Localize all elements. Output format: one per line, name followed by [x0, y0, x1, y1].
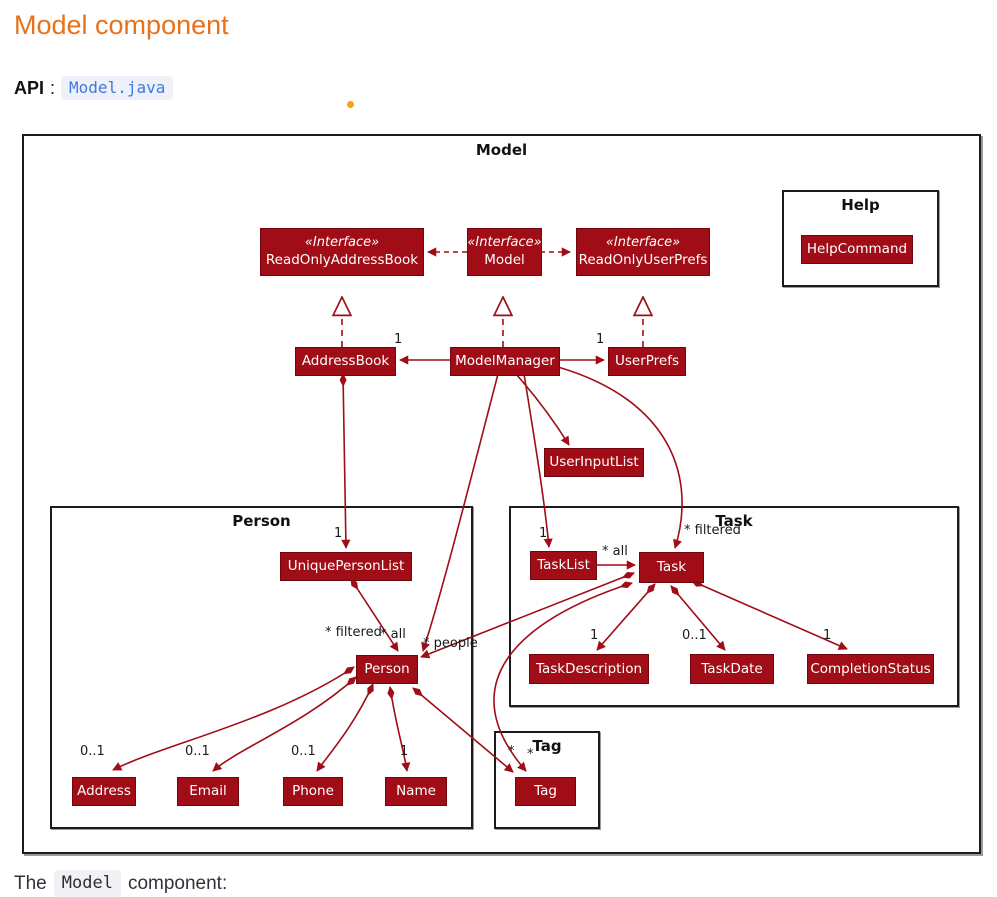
edge-modelmanager-person — [421, 373, 499, 652]
mult-task-taskdate: 0..1 — [682, 628, 707, 643]
uml-class-readonlyaddressbook: «Interface» ReadOnlyAddressBook — [260, 228, 424, 276]
mult-person-tag: * — [508, 744, 515, 759]
edge-modelmanager-tasklist — [523, 373, 553, 548]
footer-suffix: component: — [127, 872, 228, 894]
role-person-filtered: * filtered — [325, 625, 382, 640]
mult-person-name: 1 — [400, 744, 409, 759]
uml-class-helpcommand: HelpCommand — [801, 235, 913, 264]
edge-modelmanager-userinputlist — [515, 373, 570, 446]
uml-class-address: Address — [72, 777, 136, 806]
uml-class-readonlyuserprefs: «Interface» ReadOnlyUserPrefs — [576, 228, 710, 276]
orange-dot — [347, 101, 354, 108]
edge-person-address — [112, 666, 355, 771]
role-tasklist-task-all: * all — [602, 544, 628, 559]
mult-person-phone: 0..1 — [291, 744, 316, 759]
package-help-title: Help — [841, 196, 880, 214]
uml-class-tag: Tag — [515, 777, 576, 806]
uml-class-model-interface: «Interface» Model — [467, 228, 542, 276]
mult-addressbook-uniquepersonlist: 1 — [334, 526, 343, 541]
mult-task-taskdescription: 1 — [590, 628, 599, 643]
edge-task-completionstatus — [691, 580, 848, 650]
uml-class-email: Email — [177, 777, 239, 806]
package-person-title: Person — [232, 512, 291, 530]
stereotype-label: «Interface» — [304, 235, 380, 251]
edge-uniquepersonlist-person — [350, 578, 399, 652]
mult-person-email: 0..1 — [185, 744, 210, 759]
stereotype-label: «Interface» — [467, 235, 542, 251]
api-colon: : — [50, 77, 56, 98]
diagram-frame-title: Model — [475, 141, 528, 159]
uml-class-phone: Phone — [283, 777, 343, 806]
api-row: API : Model.java — [14, 76, 174, 100]
stereotype-label: «Interface» — [605, 235, 681, 251]
uml-class-addressbook: AddressBook — [295, 347, 396, 376]
class-name: ReadOnlyAddressBook — [265, 251, 419, 268]
mult-task-tag: * — [527, 747, 534, 762]
uml-class-name: Name — [385, 777, 447, 806]
class-name: ReadOnlyUserPrefs — [578, 251, 708, 268]
uml-class-modelmanager: ModelManager — [450, 347, 560, 376]
uml-class-person: Person — [356, 655, 418, 684]
mult-person-address: 0..1 — [80, 744, 105, 759]
role-modelmanager-task-filtered: * filtered — [684, 523, 741, 538]
role-task-person-people: * people — [423, 636, 478, 651]
package-task-title: Task — [715, 512, 753, 530]
edge-person-phone — [316, 683, 374, 772]
page-title: Model component — [14, 10, 229, 40]
mult-modelmanager-tasklist: 1 — [539, 526, 548, 541]
class-name: Model — [484, 251, 525, 268]
mult-task-completionstatus: 1 — [823, 628, 832, 643]
edge-person-name — [387, 686, 411, 772]
uml-diagram: Model Help Person Task Tag — [22, 134, 981, 854]
uml-class-userprefs: UserPrefs — [608, 347, 686, 376]
uml-class-userinputlist: UserInputList — [544, 448, 644, 477]
footer-prefix: The — [14, 872, 47, 894]
mult-modelmanager-addressbook: 1 — [394, 332, 403, 347]
api-link[interactable]: Model.java — [61, 76, 174, 100]
uml-class-completionstatus: CompletionStatus — [807, 654, 934, 684]
edge-task-taskdescription — [596, 583, 656, 651]
mult-modelmanager-userprefs: 1 — [596, 332, 605, 347]
uml-class-taskdescription: TaskDescription — [529, 654, 649, 684]
edge-person-tag — [412, 687, 514, 773]
uml-class-task: Task — [639, 552, 704, 583]
uml-class-uniquepersonlist: UniquePersonList — [280, 552, 412, 581]
uml-class-tasklist: TaskList — [530, 551, 597, 580]
uml-connectors — [112, 247, 848, 773]
role-person-all: * all — [380, 627, 406, 642]
edge-modelmanager-task — [557, 366, 683, 549]
api-label: API — [14, 77, 45, 98]
edge-addressbook-uniquepersonlist — [339, 373, 351, 549]
uml-class-taskdate: TaskDate — [690, 654, 774, 684]
footer-code-model: Model — [53, 870, 121, 897]
footer-sentence: The Model component: — [14, 870, 227, 897]
